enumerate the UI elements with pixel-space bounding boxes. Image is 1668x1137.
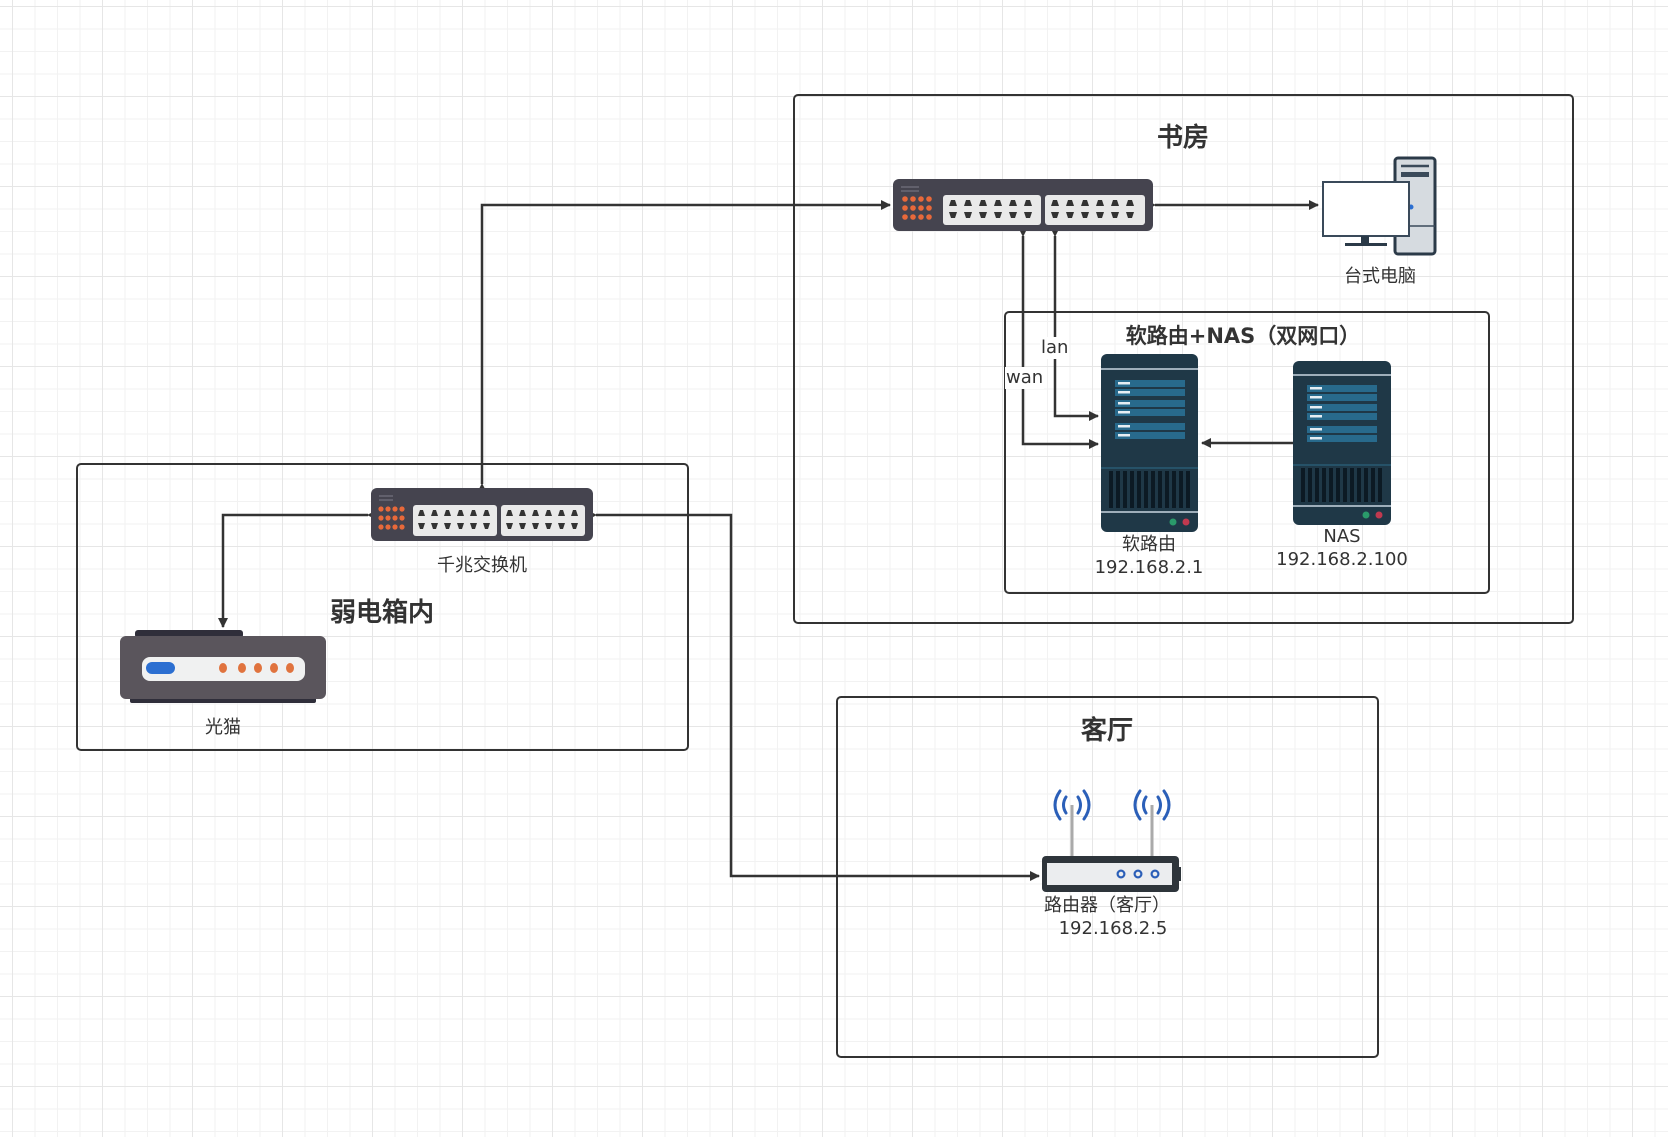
container-soft-router-nas[interactable]	[1004, 311, 1490, 594]
desktop-pc[interactable]	[1321, 156, 1439, 256]
server-icon	[1101, 354, 1198, 532]
wifi-router-label: 路由器（客厅） 192.168.2.5	[1044, 894, 1170, 940]
soft-router-label: 软路由 192.168.2.1	[1095, 533, 1204, 579]
network-switch-icon	[371, 488, 593, 541]
nas-ip: 192.168.2.100	[1276, 549, 1408, 570]
soft-router-name: 软路由	[1121, 534, 1176, 555]
gigabit-switch[interactable]	[371, 488, 593, 541]
container-study-title: 书房	[1156, 123, 1210, 153]
wifi-router[interactable]	[1042, 783, 1182, 893]
nas[interactable]	[1293, 361, 1391, 525]
optical-modem[interactable]	[120, 630, 326, 703]
nas-name: NAS	[1323, 526, 1361, 547]
edge-label-wan: wan	[1005, 367, 1045, 389]
edge-label-lan: lan	[1040, 337, 1070, 359]
soft-router[interactable]	[1101, 354, 1198, 532]
container-living-room-title: 客厅	[1080, 716, 1134, 746]
wifi-router-ip: 192.168.2.5	[1058, 918, 1168, 939]
server-icon	[1293, 361, 1391, 525]
desktop-computer-icon	[1322, 156, 1437, 256]
optical-modem-icon	[120, 630, 326, 703]
nas-label: NAS 192.168.2.100	[1276, 525, 1408, 571]
container-soft-router-nas-title: 软路由+NAS（双网口）	[1125, 324, 1361, 348]
optical-modem-label: 光猫	[205, 717, 241, 738]
container-weak-box-title: 弱电箱内	[329, 598, 435, 628]
soft-router-ip: 192.168.2.1	[1094, 557, 1204, 578]
wifi-router-name: 路由器（客厅）	[1044, 895, 1170, 916]
study-switch[interactable]	[893, 179, 1153, 231]
network-switch-icon	[893, 179, 1153, 231]
gigabit-switch-label: 千兆交换机	[437, 555, 527, 576]
desktop-pc-label: 台式电脑	[1344, 266, 1416, 287]
wireless-router-icon	[1042, 789, 1181, 892]
